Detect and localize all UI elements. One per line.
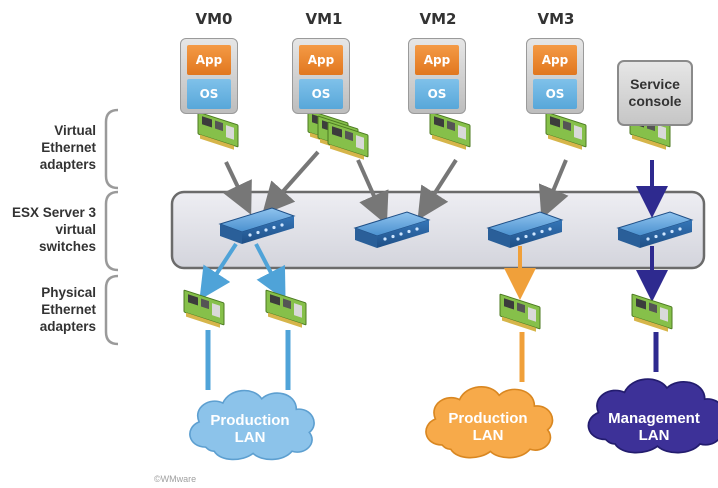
virtual-nic-vm2 [429, 111, 471, 151]
vm1-os: OS [299, 79, 343, 109]
physical-nic-1 [183, 289, 225, 329]
virtual-nic-vm3 [545, 111, 587, 151]
service-console-line2: console [628, 93, 682, 109]
cloud-label-line: Production [448, 410, 528, 427]
vm0-label: VM0 [195, 10, 233, 28]
cloud-label-line: LAN [472, 427, 504, 444]
uplink-production-1 [199, 242, 286, 301]
vm2-box: App OS [408, 38, 466, 114]
virtual-nic-vm0 [197, 111, 239, 151]
physical-nic-4 [631, 293, 673, 333]
vm0-app: App [187, 45, 231, 75]
label-line: Physical [41, 285, 96, 300]
physical-nic-2 [265, 289, 307, 329]
label-line: adapters [39, 157, 96, 172]
label-line: adapters [39, 319, 96, 334]
vm3-app: App [533, 45, 577, 75]
label-line: Virtual [54, 123, 96, 138]
label-line: Ethernet [41, 302, 96, 317]
physical-nic-3 [499, 293, 541, 333]
label-virtual-ethernet-adapters: Virtual Ethernet adapters [0, 122, 96, 173]
service-console-line1: Service [630, 76, 680, 92]
vm3-label: VM3 [537, 10, 575, 28]
label-physical-ethernet-adapters: Physical Ethernet adapters [0, 284, 96, 335]
label-line: switches [38, 239, 96, 254]
cloud-label-line: LAN [234, 429, 266, 446]
label-esx-virtual-switches: ESX Server 3 virtual switches [0, 204, 96, 255]
label-line: Ethernet [41, 140, 96, 155]
vm1-label: VM1 [305, 10, 343, 28]
bracket-physical-adapters [104, 274, 119, 346]
cloud-label-line: LAN [638, 427, 670, 444]
vm2-os: OS [415, 79, 459, 109]
vm0-os: OS [187, 79, 231, 109]
cloud-label-line: Management [608, 410, 700, 427]
cloud-label-production-1: Production LAN [188, 412, 312, 446]
copyright-credit: ©WMware [154, 474, 197, 484]
vm3-os: OS [533, 79, 577, 109]
vm0-box: App OS [180, 38, 238, 114]
label-line: virtual [55, 222, 96, 237]
vm3-box: App OS [526, 38, 584, 114]
bracket-virtual-adapters [104, 108, 119, 190]
cloud-label-management: Management LAN [586, 410, 718, 444]
lan-links [205, 330, 659, 390]
vm2-label: VM2 [419, 10, 457, 28]
cloud-label-line: Production [210, 412, 290, 429]
vm1-app: App [299, 45, 343, 75]
service-console-box: Service console [617, 60, 693, 126]
vm2-app: App [415, 45, 459, 75]
label-line: ESX Server 3 [11, 205, 96, 220]
cloud-label-production-2: Production LAN [424, 410, 552, 444]
virtual-links [222, 150, 569, 225]
vm1-box: App OS [292, 38, 350, 114]
bracket-virtual-switches [104, 190, 119, 272]
